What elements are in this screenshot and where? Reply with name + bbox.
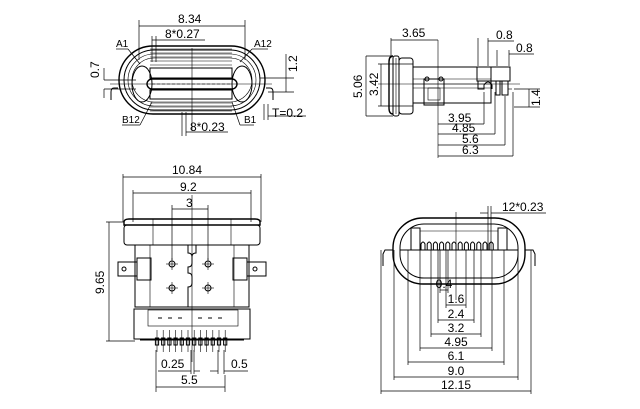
rear-tail — [476, 66, 511, 82]
dim-height-left: 0.7 — [88, 61, 102, 78]
right-post — [497, 227, 508, 251]
dim-length-1: 3.95 — [448, 111, 472, 125]
dim-label: 6.1 — [448, 349, 465, 363]
contact — [482, 241, 488, 250]
nested-dim: 6.1 — [407, 250, 505, 365]
dim-length-4: 6.3 — [462, 143, 479, 157]
pin — [192, 330, 197, 352]
dim-label: 1.6 — [448, 292, 465, 306]
dim-tab-width-1: 0.8 — [496, 28, 513, 42]
pin — [216, 330, 222, 352]
right-ear — [246, 261, 267, 277]
contact — [420, 241, 426, 250]
pin — [173, 330, 178, 352]
left-side-tab — [136, 257, 152, 281]
contact — [457, 241, 463, 250]
mounting-holes — [166, 258, 214, 294]
label-b1: B1 — [244, 115, 257, 126]
dim-label: 4.95 — [444, 335, 468, 349]
contact — [432, 241, 438, 250]
front-view-bottom: 12*0.23 0.41.62.43.24.956.19.012.15 — [380, 200, 546, 394]
flange-body — [398, 57, 414, 115]
contact — [439, 241, 445, 250]
dim-pitch-top: 8*0.27 — [165, 27, 200, 41]
side-body — [412, 66, 492, 104]
left-post — [410, 227, 421, 251]
flange-front — [388, 55, 394, 115]
label-a1: A1 — [116, 39, 129, 50]
rear-legs — [477, 81, 509, 96]
dim-label: 0.4 — [436, 277, 453, 291]
pin — [210, 330, 215, 352]
top-view: 10.84 9.2 3 9.65 0.25 0.5 5.5 — [93, 163, 267, 392]
top-flange — [123, 218, 261, 226]
contact-row — [420, 241, 494, 250]
contact — [476, 241, 482, 250]
dim-label: 12.15 — [441, 378, 471, 392]
dim-overall-width: 10.84 — [172, 163, 202, 177]
left-ear — [117, 261, 138, 277]
housing-outer — [392, 217, 526, 285]
dim-pin-pitch: 0.25 — [161, 357, 185, 371]
dim-height-right: 1.2 — [286, 55, 300, 72]
dim-outer-height: 5.06 — [351, 74, 365, 98]
pin — [167, 330, 172, 352]
tongue-bottom — [149, 89, 233, 100]
front-view-top: 8.34 8*0.27 A1 A12 B12 B1 8*0.23 0.7 — [88, 12, 306, 136]
nested-dim: 9.0 — [393, 250, 519, 380]
nested-dim: 0.4 — [436, 250, 453, 293]
dim-hole-spacing: 3 — [186, 196, 193, 210]
contact — [451, 241, 457, 250]
nested-dim: 2.4 — [437, 250, 475, 323]
dim-leg-height: 1.4 — [529, 89, 543, 106]
side-clip — [423, 78, 445, 106]
pin — [204, 330, 209, 352]
nested-dim: 1.6 — [445, 250, 467, 308]
nested-dim: 12.15 — [380, 250, 532, 394]
dim-body-width: 9.2 — [180, 180, 197, 194]
dim-label: 2.4 — [448, 307, 465, 321]
housing-inner — [399, 223, 519, 279]
label-a12: A12 — [254, 39, 272, 50]
contact — [463, 241, 469, 250]
dim-front-depth: 3.65 — [402, 26, 426, 40]
pin — [154, 330, 160, 352]
pin — [185, 330, 191, 352]
left-tab — [110, 87, 118, 100]
dim-inner-height: 3.42 — [367, 72, 381, 96]
dim-length-3: 5.6 — [462, 132, 479, 146]
contact — [470, 241, 476, 250]
right-leg — [525, 249, 536, 266]
side-view: 3.65 0.8 0.8 5.06 3.42 1.4 3.95 4.85 — [351, 26, 543, 158]
dim-tab-width-2: 0.8 — [516, 41, 533, 55]
dim-pin-span: 5.5 — [181, 373, 198, 387]
dim-contact-width: 12*0.23 — [502, 200, 544, 214]
dim-width: 8.34 — [178, 12, 202, 26]
dim-thickness: T=0.2 — [272, 106, 303, 120]
contact — [445, 241, 451, 250]
right-side-tab — [232, 257, 248, 281]
nested-dimensions: 0.41.62.43.24.956.19.012.15 — [380, 250, 532, 394]
dim-pin-width: 0.5 — [231, 357, 248, 371]
label-b12: B12 — [122, 115, 140, 126]
pin-row — [140, 330, 244, 352]
dim-pitch-bottom: 8*0.23 — [190, 120, 225, 134]
pin — [161, 330, 166, 352]
contact — [426, 241, 432, 250]
pin — [198, 330, 203, 352]
nested-dim: 3.2 — [430, 250, 482, 337]
tongue-top — [149, 67, 233, 79]
dim-label: 3.2 — [448, 321, 465, 335]
dim-length-2: 4.85 — [452, 121, 476, 135]
dim-overall-length: 9.65 — [93, 270, 107, 294]
pin — [179, 330, 184, 352]
left-leg — [382, 249, 393, 266]
dim-label: 9.0 — [448, 364, 465, 378]
right-tab — [266, 87, 274, 100]
pin — [223, 330, 228, 352]
nested-dim: 4.95 — [419, 250, 493, 351]
